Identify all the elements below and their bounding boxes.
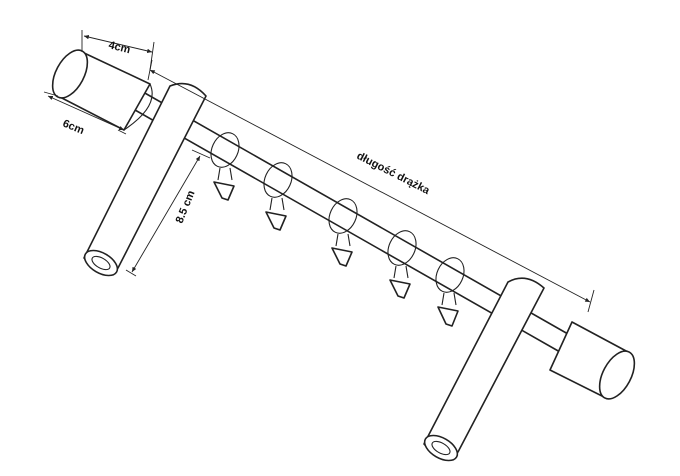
dimension-finial-diameter — [43, 91, 127, 135]
finial-length-label: 4cm — [107, 39, 131, 56]
dimension-rod-length — [147, 59, 595, 313]
finial-diameter-label: 6cm — [61, 118, 86, 137]
left-finial — [51, 49, 153, 131]
rod-length-label: długość drążka — [355, 150, 433, 197]
right-finial — [549, 321, 636, 400]
